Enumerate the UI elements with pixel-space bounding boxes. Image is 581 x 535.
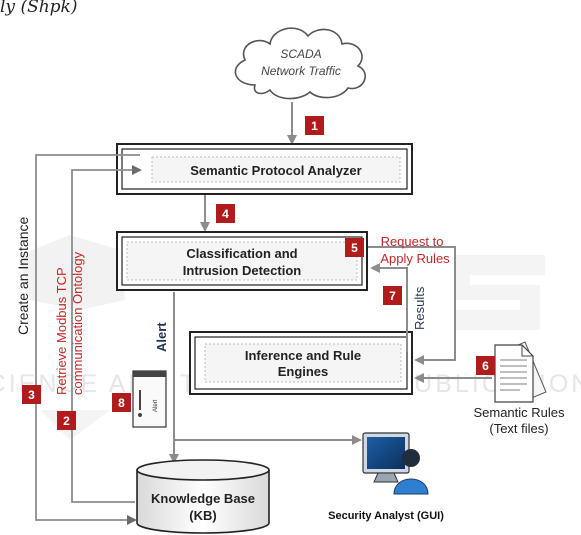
- svg-text:3: 3: [28, 388, 35, 402]
- alert-icon-text: Alert: [153, 399, 159, 412]
- step-badge-3: 3: [22, 385, 41, 404]
- svg-text:6: 6: [482, 359, 489, 373]
- cid-line2: Intrusion Detection: [183, 263, 302, 278]
- inference-rule-engines-box: Inference and Rule Engines: [189, 331, 413, 395]
- semantic-protocol-analyzer-box: Semantic Protocol Analyzer: [116, 143, 413, 195]
- svg-text:4: 4: [222, 207, 229, 221]
- ire-line2: Engines: [278, 364, 329, 379]
- scada-cloud: SCADA Network Traffic: [234, 27, 366, 100]
- cloud-line2: Network Traffic: [261, 64, 341, 78]
- step-badge-2: 2: [57, 411, 76, 430]
- request-line2: Apply Rules: [380, 251, 450, 266]
- security-analyst-label: Security Analyst (GUI): [328, 510, 444, 522]
- results-label: Results: [412, 286, 427, 330]
- step-badges: 1 4 5 7 6 3 2 8: [22, 116, 495, 430]
- classification-intrusion-box: Classification and Intrusion Detection: [116, 231, 368, 291]
- create-instance-label: Create an Instance: [15, 216, 31, 335]
- document-icon: [494, 341, 547, 403]
- spa-label: Semantic Protocol Analyzer: [190, 163, 361, 178]
- cid-line1: Classification and: [186, 246, 297, 261]
- request-line1: Request to: [381, 234, 444, 249]
- svg-text:7: 7: [389, 289, 396, 303]
- arrow-retrieve-ontology: [71, 165, 142, 503]
- arrow-results: [370, 263, 408, 352]
- knowledge-base-cylinder: Knowledge Base (KB): [136, 459, 270, 534]
- step-badge-5: 5: [345, 238, 364, 257]
- retrieve-line1: Retrieve Modbus TCP: [54, 267, 69, 395]
- kb-line1: Knowledge Base: [151, 491, 255, 506]
- step-badge-6: 6: [476, 356, 495, 375]
- step-badge-8: 8: [112, 393, 131, 412]
- svg-text:1: 1: [311, 119, 318, 133]
- alert-label: Alert: [154, 322, 169, 352]
- svg-text:2: 2: [63, 414, 70, 428]
- ire-line1: Inference and Rule: [245, 348, 361, 363]
- kb-line2: (KB): [189, 508, 216, 523]
- step-badge-1: 1: [305, 116, 324, 135]
- header-fragment: ly (Shpk): [0, 0, 78, 17]
- semantic-rules-line2: (Text files): [489, 421, 548, 436]
- security-analyst-icon: [362, 432, 429, 495]
- semantic-rules-line1: Semantic Rules: [473, 405, 565, 420]
- svg-text:5: 5: [351, 241, 358, 255]
- arrow-request-apply-rules: [368, 246, 456, 365]
- step-badge-4: 4: [216, 204, 235, 223]
- cloud-line1: SCADA: [280, 47, 321, 61]
- step-badge-7: 7: [383, 286, 402, 305]
- svg-text:8: 8: [118, 396, 125, 410]
- alert-device-icon: Alert: [132, 370, 167, 428]
- retrieve-line2: communication Ontology: [70, 251, 85, 395]
- arrow-create-instance: [35, 154, 140, 525]
